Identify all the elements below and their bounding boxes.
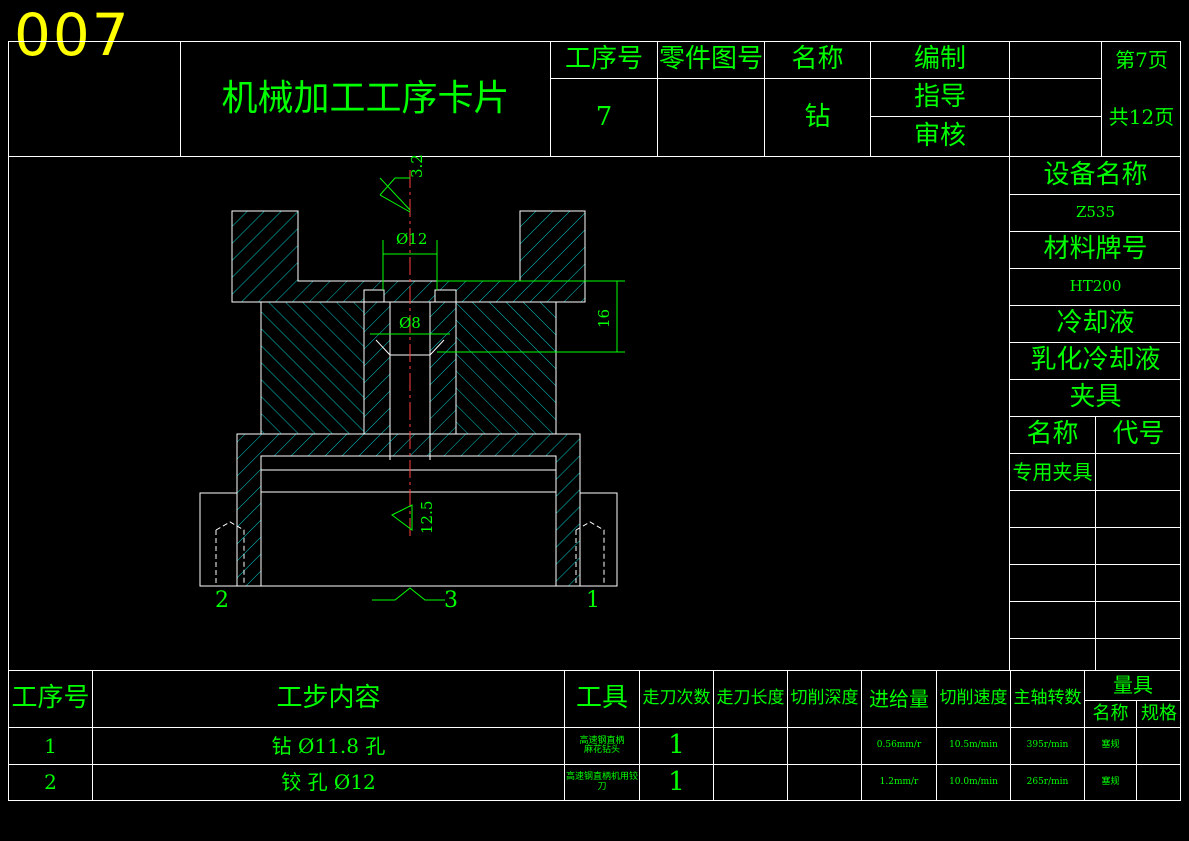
roughness-top: 3.2: [408, 154, 426, 178]
header-name-value: 钻: [804, 101, 831, 132]
step-gauge-spec: [1137, 728, 1181, 764]
callout-2: 2: [215, 588, 229, 613]
step-no: 1: [44, 733, 57, 758]
page-total: 共12页: [1108, 105, 1175, 129]
fixture-label: 夹具: [1069, 382, 1122, 413]
fixture-code-label: 代号: [1112, 419, 1165, 450]
step-speed: 10.5m/min: [949, 740, 998, 751]
step-length: [714, 765, 787, 800]
step-gauge-spec: [1137, 765, 1181, 800]
header-compile-label: 编制: [913, 44, 966, 75]
corner-label: 007: [14, 1, 131, 69]
equipment-value: Z535: [1075, 203, 1116, 222]
card-title: 机械加工工序卡片: [221, 78, 510, 120]
step-tool-line1: 高速钢直柄机用铰: [565, 772, 638, 783]
header-process-no-value: 7: [595, 101, 613, 132]
callout-3: 3: [444, 588, 458, 613]
material-label: 材料牌号: [1043, 234, 1148, 265]
step-content: 铰 孔 Ø12: [281, 770, 376, 794]
equipment-label: 设备名称: [1043, 159, 1148, 190]
dim-phi8: Ø8: [399, 314, 421, 332]
header-guide-label: 指导: [913, 81, 966, 112]
header-review-label: 审核: [913, 120, 966, 151]
material-value: HT200: [1069, 277, 1122, 296]
step-gauge-name: 塞规: [1101, 776, 1120, 787]
fixture-name-value: 专用夹具: [1012, 459, 1093, 484]
steps-header-passes: 走刀次数: [642, 688, 711, 709]
dim-16: 16: [595, 308, 613, 328]
step-gauge-name: 塞规: [1101, 740, 1120, 751]
header-part-drawing-no-label: 零件图号: [658, 44, 763, 75]
step-no: 2: [44, 770, 57, 794]
steps-header-length: 走刀长度: [716, 688, 785, 709]
step-depth: [788, 765, 861, 800]
step-tool-line2: 麻花钻头: [583, 745, 620, 755]
steps-header-gauge-name: 名称: [1092, 702, 1129, 724]
header-name-label: 名称: [791, 44, 844, 75]
steps-header-spindle: 主轴转数: [1013, 688, 1082, 709]
steps-header-no: 工序号: [11, 683, 90, 714]
locating-pins: [215, 521, 605, 586]
step-tool-line2: 刀: [597, 781, 607, 792]
coolant-label: 冷却液: [1056, 308, 1135, 339]
dim-phi12: Ø12: [396, 230, 428, 248]
step-passes: 1: [668, 766, 685, 797]
step-spindle: 395r/min: [1026, 740, 1069, 751]
step-spindle: 265r/min: [1026, 776, 1069, 787]
steps-header-gauge: 量具: [1113, 673, 1153, 697]
page-current: 第7页: [1115, 47, 1168, 72]
steps-header-gauge-spec: 规格: [1141, 702, 1177, 724]
step-depth: [788, 728, 861, 764]
base-plate: [199, 433, 618, 587]
steps-header-depth: 切削深度: [790, 688, 859, 709]
callout-1: 1: [586, 588, 600, 613]
step-speed: 10.0m/min: [949, 776, 998, 787]
step-feed: 0.56mm/r: [876, 740, 922, 751]
step-tool-line1: 高速钢直柄: [579, 735, 625, 746]
coolant-value: 乳化冷却液: [1030, 345, 1161, 376]
step-feed: 1.2mm/r: [879, 776, 919, 787]
header-process-no-label: 工序号: [564, 44, 643, 75]
steps-header-tool: 工具: [575, 683, 628, 714]
dimension-lines: [370, 177, 625, 601]
roughness-bottom: 12.5: [418, 500, 436, 534]
step-length: [714, 728, 787, 764]
steps-header-speed: 切削速度: [939, 688, 1008, 709]
step-passes: 1: [668, 730, 685, 761]
top-plate: [231, 210, 586, 303]
step-content: 钻 Ø11.8 孔: [271, 733, 386, 758]
steps-header-feed: 进给量: [869, 686, 929, 711]
steps-header-content: 工步内容: [276, 683, 381, 714]
fixture-name-label: 名称: [1026, 419, 1079, 450]
